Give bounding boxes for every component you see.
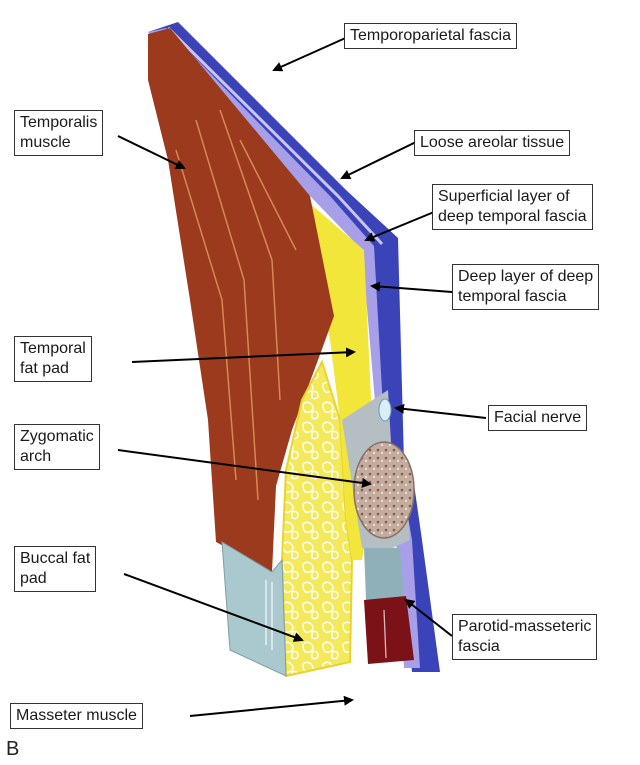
label-temporalis-muscle: Temporalis muscle (14, 110, 103, 156)
label-parotid-masseteric-fascia: Parotid-masseteric fascia (452, 614, 597, 660)
arrow-masseter (190, 700, 352, 716)
label-buccal-fat-pad: Buccal fat pad (14, 546, 96, 592)
label-temporal-fat-pad: Temporal fat pad (14, 336, 92, 382)
panel-letter: B (6, 738, 19, 761)
parotid-grey-block (364, 548, 404, 600)
arrow-loose-areolar (342, 142, 416, 178)
zygomatic-arch-bone (354, 442, 414, 538)
label-superficial-layer: Superficial layer of deep temporal fasci… (432, 184, 593, 230)
label-facial-nerve: Facial nerve (488, 405, 587, 431)
arrow-facial-nerve (396, 408, 486, 418)
label-zygomatic-arch: Zygomatic arch (14, 424, 100, 470)
parotid-gland-shape (364, 596, 414, 664)
label-loose-areolar-tissue: Loose areolar tissue (414, 130, 570, 156)
facial-nerve-shape (379, 399, 391, 421)
arrow-temporoparietal (274, 36, 350, 70)
label-temporoparietal-fascia: Temporoparietal fascia (344, 23, 517, 49)
label-deep-layer: Deep layer of deep temporal fascia (452, 264, 599, 310)
label-masseter-muscle: Masseter muscle (10, 703, 143, 729)
masseter-muscle-shape (222, 542, 286, 676)
